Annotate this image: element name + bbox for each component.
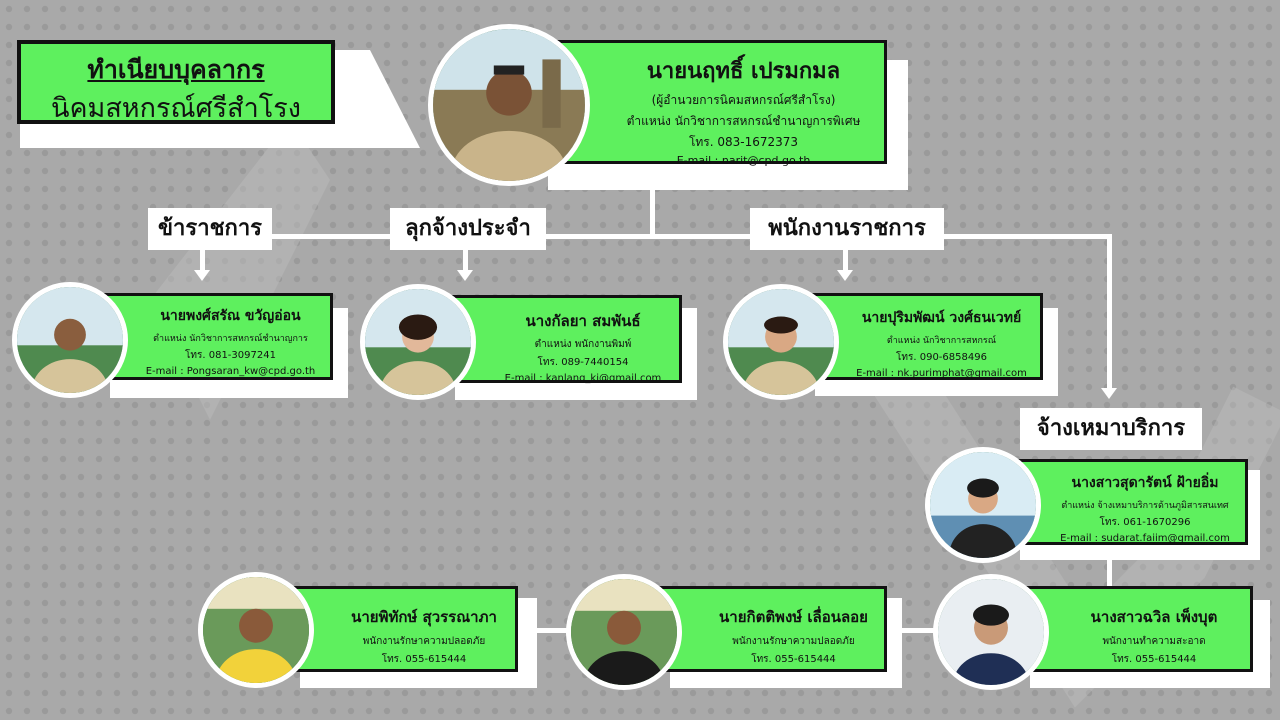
kanlaya-photo	[360, 284, 476, 400]
connector-director-stem	[650, 188, 655, 238]
connector-civil-drop	[200, 234, 205, 270]
page-subtitle: นิคมสหกรณ์ศรีสำโรง	[51, 93, 301, 124]
sudarat-card: นางสาวสุดารัตน์ ฝ้ายอิ่ม ตำแหน่ง จ้างเหม…	[1012, 459, 1248, 545]
director-name: นายนฤทธิ์ เปรมกมล	[646, 59, 841, 84]
pongsaran-position: ตำแหน่ง นักวิชาการสหกรณ์ชำนาญการ	[153, 334, 308, 344]
section-label-government-employee: พนักงานราชการ	[750, 208, 944, 250]
purimphat-card: นายปุริมพัฒน์ วงศ์ธนเวทย์ ตำแหน่ง นักวิช…	[800, 293, 1043, 380]
kittiphong-phone: โทร. 055-615444	[751, 654, 836, 665]
chawin-name: นางสาวฉวิล เพ็งบุต	[1090, 608, 1218, 626]
connector-government-drop	[843, 234, 848, 270]
page-title: ทำเนียบบุคลากร	[87, 55, 265, 84]
sudarat-email: E-mail : sudarat.faiim@gmail.com	[1060, 533, 1230, 544]
purimphat-phone: โทร. 090-6858496	[896, 352, 987, 363]
section-label-permanent-employee: ลุกจ้างประจำ	[390, 208, 546, 250]
phithak-phone: โทร. 055-615444	[381, 654, 467, 665]
chawin-card: นางสาวฉวิล เพ็งบุต พนักงานทำความสะอาด โท…	[1015, 586, 1253, 672]
purimphat-name: นายปุริมพัฒน์ วงศ์ธนเวทย์	[861, 310, 1022, 326]
arrow-down-icon	[194, 270, 210, 281]
arrow-down-icon	[837, 270, 853, 281]
arrow-down-icon	[1101, 388, 1117, 399]
pongsaran-card: นายพงศ์สรัณ ขวัญอ่อน ตำแหน่ง นักวิชาการส…	[100, 293, 333, 380]
kittiphong-position: พนักงานรักษาความปลอดภัย	[732, 636, 855, 647]
chawin-position: พนักงานทำความสะอาด	[1102, 636, 1206, 647]
page-title-box: ทำเนียบบุคลากร นิคมสหกรณ์ศรีสำโรง	[17, 40, 335, 124]
phithak-card: นายพิทักษ์ สุวรรณาภา พนักงานรักษาความปลอ…	[285, 586, 518, 672]
kanlaya-name: นางกัลยา สมพันธ์	[525, 312, 641, 330]
director-phone: โทร. 083-1672373	[688, 135, 799, 149]
pongsaran-phone: โทร. 081-3097241	[185, 350, 276, 361]
kanlaya-email: E-mail : kanlang_ki@gmail.com	[504, 373, 662, 384]
director-email: E-mail : narit@cpd.go.th	[676, 154, 811, 167]
pongsaran-photo	[12, 282, 128, 398]
section-label-civil-servant: ข้าราชการ	[148, 208, 272, 250]
director-role: (ผู้อำนวยการนิคมสหกรณ์ศรีสำโรง)	[651, 93, 836, 107]
kanlaya-card: นางกัลยา สมพันธ์ ตำแหน่ง พนักงานพิมพ์ โท…	[440, 295, 682, 384]
sudarat-position: ตำแหน่ง จ้างเหมาบริการด้านภูมิสารสนเทศ	[1061, 501, 1229, 511]
person-photo-icon	[365, 289, 471, 395]
sudarat-name: นางสาวสุดารัตน์ ฝ้ายอิ่ม	[1071, 475, 1219, 491]
person-photo-icon	[17, 287, 123, 393]
director-card: นายนฤทธิ์ เปรมกมล (ผู้อำนวยการนิคมสหกรณ์…	[540, 40, 887, 167]
connector-contract-lower	[1107, 540, 1112, 590]
person-photo-icon	[203, 577, 309, 683]
director-photo	[428, 24, 590, 186]
person-photo-icon	[930, 452, 1036, 558]
person-photo-icon	[433, 29, 585, 181]
purimphat-position: ตำแหน่ง นักวิชาการสหกรณ์	[886, 336, 997, 346]
kittiphong-photo	[566, 574, 682, 690]
sudarat-phone: โทร. 061-1670296	[1099, 517, 1191, 528]
purimphat-photo	[723, 284, 839, 400]
phithak-position: พนักงานรักษาความปลอดภัย	[362, 636, 486, 647]
kittiphong-card: นายกิตติพงษ์ เลื่อนลอย พนักงานรักษาความป…	[655, 586, 887, 672]
connector-main-horizontal	[200, 234, 1112, 239]
purimphat-email: E-mail : nk.purimphat@gmail.com	[856, 368, 1027, 379]
chawin-photo	[933, 574, 1049, 690]
person-photo-icon	[938, 579, 1044, 685]
sudarat-photo	[925, 447, 1041, 563]
section-label-contract-service: จ้างเหมาบริการ	[1020, 408, 1202, 450]
director-position: ตำแหน่ง นักวิชาการสหกรณ์ชำนาญการพิเศษ	[626, 114, 861, 128]
arrow-down-icon	[457, 270, 473, 281]
pongsaran-name: นายพงศ์สรัณ ขวัญอ่อน	[160, 308, 301, 324]
kittiphong-name: นายกิตติพงษ์ เลื่อนลอย	[719, 608, 868, 626]
connector-contract-vertical	[1107, 234, 1112, 388]
person-photo-icon	[571, 579, 677, 685]
pongsaran-email: E-mail : Pongsaran_kw@cpd.go.th	[145, 366, 316, 377]
kanlaya-position: ตำแหน่ง พนักงานพิมพ์	[534, 339, 632, 350]
person-photo-icon	[728, 289, 834, 395]
chawin-phone: โทร. 055-615444	[1111, 654, 1197, 665]
connector-permanent-drop	[463, 234, 468, 270]
kanlaya-phone: โทร. 089-7440154	[537, 357, 629, 368]
phithak-photo	[198, 572, 314, 688]
phithak-name: นายพิทักษ์ สุวรรณาภา	[351, 608, 497, 626]
